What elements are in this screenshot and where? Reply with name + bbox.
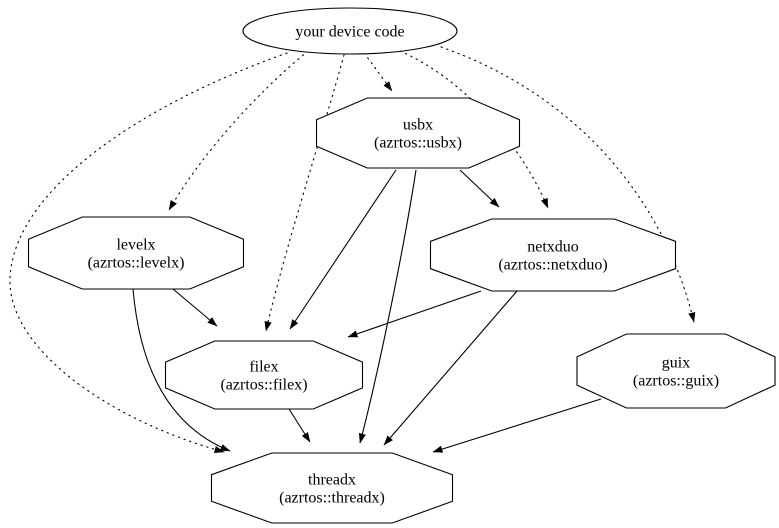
edge-usbx-to-threadx — [358, 169, 417, 444]
node-levelx-sublabel: (azrtos::levelx) — [88, 255, 185, 272]
node-filex: filex(azrtos::filex) — [164, 340, 364, 410]
node-device-code: your device code — [242, 7, 458, 55]
edge-guix-to-threadx — [432, 398, 602, 453]
edge-device-code-to-usbx — [363, 52, 393, 92]
edge-usbx-to-netxduo — [459, 169, 500, 208]
edge-netxduo-to-threadx — [383, 290, 518, 446]
node-filex-label: filex — [249, 359, 278, 376]
edge-usbx-to-filex — [289, 169, 397, 330]
node-device-code-label: your device code — [295, 24, 404, 41]
edge-device-code-to-guix — [440, 46, 696, 323]
edge-filex-to-threadx — [288, 408, 311, 443]
edge-netxduo-to-filex — [347, 290, 482, 338]
node-device-code-shape — [242, 7, 458, 55]
edge-device-code-to-threadx — [9, 52, 288, 453]
node-levelx-shape — [27, 216, 245, 290]
node-guix-label: guix — [662, 355, 690, 372]
edge-levelx-to-threadx — [132, 288, 231, 452]
node-guix: guix(azrtos::guix) — [576, 333, 776, 409]
edge-device-code-to-filex — [264, 54, 345, 332]
edge-levelx-to-filex — [172, 288, 218, 327]
node-threadx-label: threadx — [308, 472, 356, 489]
node-guix-shape — [576, 333, 776, 409]
node-threadx: threadx(azrtos::threadx) — [210, 452, 454, 524]
node-levelx-label: levelx — [116, 237, 155, 254]
node-threadx-shape — [210, 452, 454, 524]
node-netxduo-sublabel: (azrtos::netxduo) — [498, 257, 607, 274]
edge-device-code-to-levelx — [168, 50, 309, 211]
node-usbx: usbx(azrtos::usbx) — [315, 97, 521, 169]
node-netxduo-label: netxduo — [527, 239, 579, 256]
node-levelx: levelx(azrtos::levelx) — [27, 216, 245, 290]
node-filex-shape — [164, 340, 364, 410]
node-netxduo: netxduo(azrtos::netxduo) — [429, 218, 677, 292]
node-netxduo-shape — [429, 218, 677, 292]
edges-layer — [9, 46, 696, 453]
node-usbx-shape — [315, 97, 521, 169]
node-filex-sublabel: (azrtos::filex) — [220, 377, 307, 394]
node-usbx-sublabel: (azrtos::usbx) — [374, 135, 462, 152]
node-usbx-label: usbx — [403, 117, 433, 134]
node-threadx-sublabel: (azrtos::threadx) — [279, 490, 385, 507]
node-guix-sublabel: (azrtos::guix) — [633, 373, 719, 390]
nodes-layer: your device codeusbx(azrtos::usbx)levelx… — [27, 7, 776, 524]
